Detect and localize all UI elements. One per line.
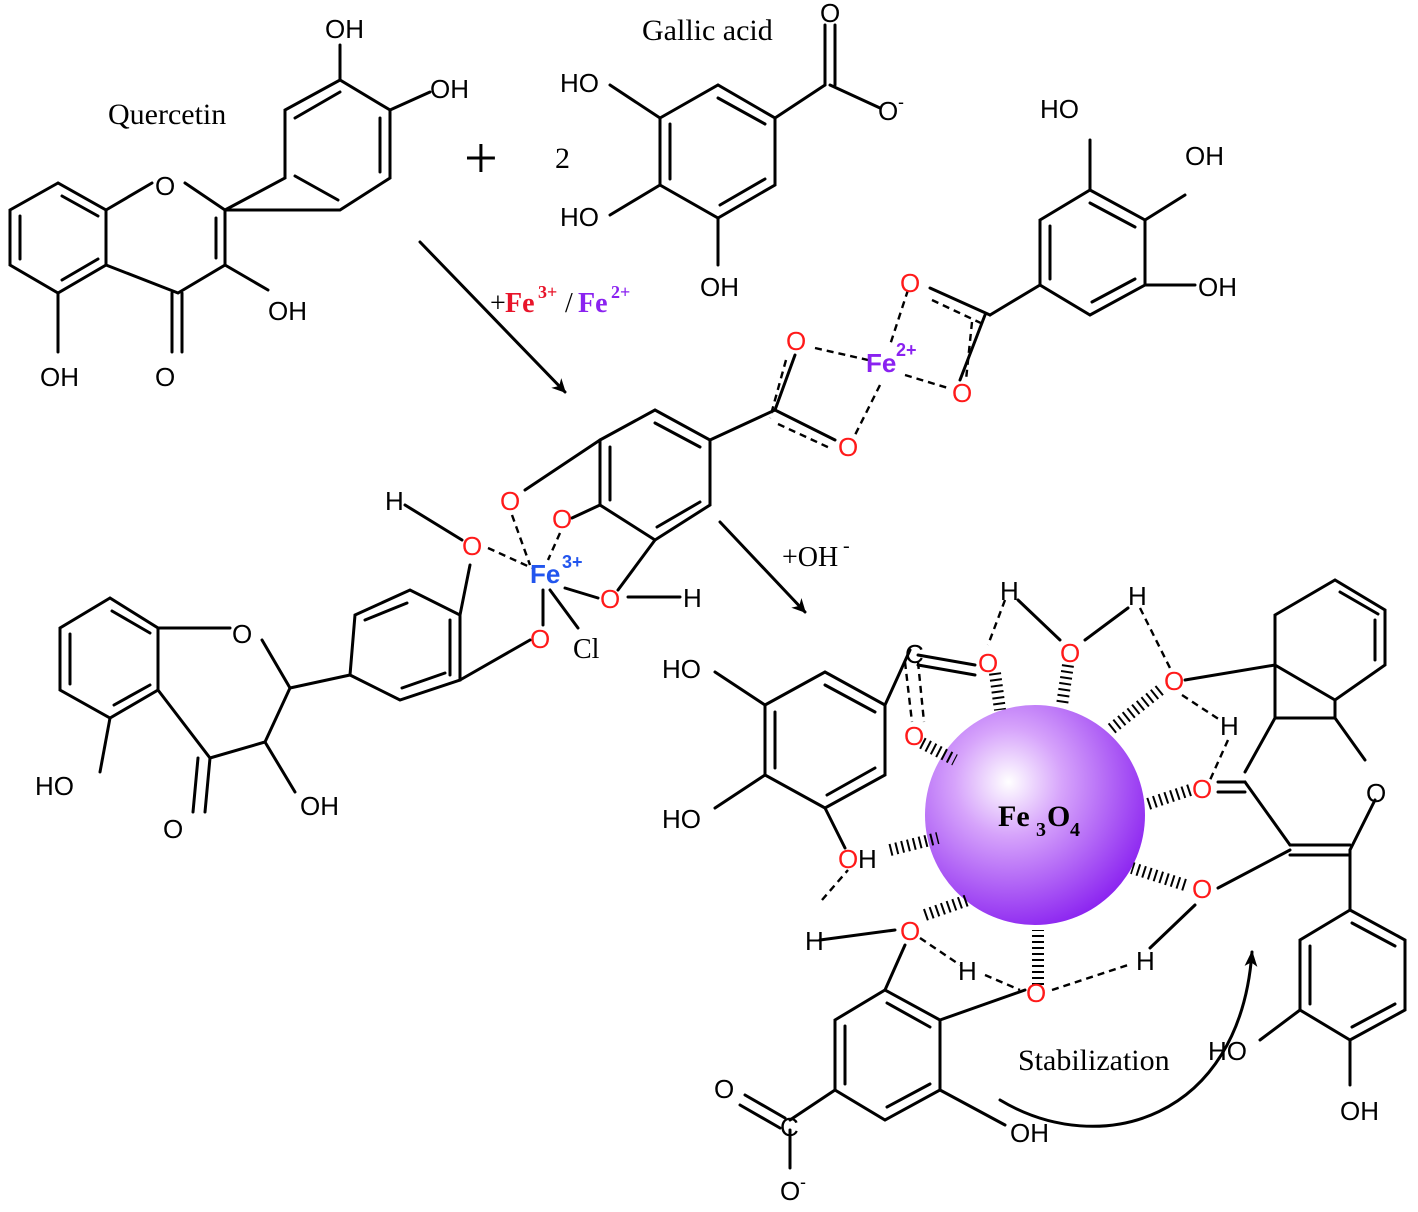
nanoparticle-sphere — [925, 705, 1145, 925]
oxygen-label: O — [530, 624, 550, 654]
oxygen-label: O — [900, 916, 920, 946]
hydrogen-label: H — [858, 844, 877, 874]
oxygen-label: O — [600, 584, 620, 614]
oxygen-label: O — [500, 486, 520, 516]
hydrogen-label: H — [385, 486, 404, 516]
hydrogen-label: H — [1000, 576, 1019, 606]
coefficient-label: 2 — [555, 142, 570, 175]
reagent-fe2-label: Fe — [578, 288, 608, 319]
plus-sign: + — [464, 125, 498, 191]
oxygen-label: O — [978, 648, 998, 678]
nanoparticle-subscript: 3 — [1036, 819, 1046, 841]
charge-label: - — [800, 1172, 806, 1192]
hydroxyl-label: HO — [35, 771, 74, 801]
carboxylate-oxygen-label: O — [878, 96, 898, 126]
charge-label: - — [898, 92, 904, 112]
fe2-ion-charge: 2+ — [896, 340, 917, 360]
arrow-icon — [718, 520, 807, 614]
oxygen-label: O — [1164, 666, 1184, 696]
oxygen-label: O — [786, 326, 806, 356]
hydrogen-label: H — [805, 926, 824, 956]
hydroxyl-label: HO — [1208, 1036, 1247, 1066]
oxygen-label: O — [462, 531, 482, 561]
carbonyl-oxygen-label: O — [163, 814, 183, 844]
hydroxyl-label: OH — [430, 74, 469, 104]
ring-oxygen-label: O — [232, 619, 252, 649]
hydrogen-label: H — [683, 583, 702, 613]
oxygen-label: O — [1060, 638, 1080, 668]
hydroxyl-label: OH — [700, 272, 739, 302]
oxygen-label: O — [838, 844, 858, 874]
bound-gallate-bottom — [738, 869, 1129, 1170]
hydrogen-label: H — [1220, 711, 1239, 741]
ring-oxygen-label: O — [155, 171, 175, 201]
reagent-fe2-charge: 2+ — [611, 282, 630, 302]
oxygen-label: O — [838, 432, 858, 462]
hydroxyl-label: OH — [268, 296, 307, 326]
hydrogen-label: H — [1128, 581, 1147, 611]
hydroxyl-label: HO — [662, 804, 701, 834]
hydroxyl-label: OH — [40, 362, 79, 392]
hydroxyl-label: HO — [1040, 94, 1079, 124]
oxygen-label: O — [552, 504, 572, 534]
hydroxyl-label: OH — [300, 791, 339, 821]
quercetin-label: Quercetin — [108, 98, 226, 131]
nanoparticle-oxygen: O — [1047, 800, 1070, 833]
hydroxyl-label: OH — [1185, 141, 1224, 171]
slash-label: / — [565, 288, 573, 319]
oxygen-label: O — [1026, 978, 1046, 1008]
water-molecule — [986, 598, 1172, 669]
oxygen-label: O — [1192, 774, 1212, 804]
fe2-coordination-bonds — [814, 289, 949, 436]
carbon-label: C — [905, 639, 924, 669]
bound-flavonoid-right — [1181, 578, 1407, 1087]
fe3-coordination-bonds — [487, 514, 600, 630]
quercetin-structure — [8, 43, 432, 354]
gallate-bridge-structure — [523, 353, 837, 592]
oxygen-label: O — [1192, 874, 1212, 904]
curved-arrow-icon — [998, 950, 1258, 1128]
reagent-fe3-label: Fe — [505, 288, 535, 319]
reagent-prefix: + — [490, 288, 506, 319]
stabilization-label: Stabilization — [1018, 1044, 1170, 1077]
nanoparticle-subscript: 4 — [1070, 819, 1080, 841]
oxygen-label: O — [900, 268, 920, 298]
gallic-acid-structure — [608, 23, 882, 267]
arrow-icon — [418, 240, 567, 394]
carboxyl-oxygen-label: O — [714, 1074, 734, 1104]
hydroxyl-label: OH — [1340, 1096, 1379, 1126]
fe3-ion-charge: 3+ — [562, 552, 583, 572]
hydroxyl-label: OH — [1198, 272, 1237, 302]
hydroxyl-label: HO — [560, 202, 599, 232]
nanoparticle-label: Fe — [998, 800, 1030, 833]
oxygen-label: O — [952, 378, 972, 408]
carboxyl-oxygen-label: O — [820, 0, 840, 28]
fe3-ion-label: Fe — [530, 559, 560, 589]
carbonyl-oxygen-label: O — [155, 362, 175, 392]
oxygen-label: O — [904, 721, 924, 751]
hydrogen-label: H — [1136, 946, 1155, 976]
flavonoid-complex-structure — [58, 563, 532, 814]
hydrogen-label: H — [958, 956, 977, 986]
reagent-fe3-charge: 3+ — [538, 282, 557, 302]
bound-gallate-left — [713, 648, 977, 850]
carboxylate-oxygen-label: O — [780, 1176, 800, 1206]
surface-bonds — [888, 664, 1192, 985]
hydroxide-label: +OH — [782, 542, 838, 573]
gallate-ligand-structure — [928, 138, 1197, 382]
chloride-label: Cl — [573, 634, 600, 665]
gallic-acid-label: Gallic acid — [642, 14, 773, 47]
hydroxyl-label: OH — [1010, 1118, 1049, 1148]
hydroxyl-label: OH — [325, 14, 364, 44]
hydroxyl-label: HO — [662, 654, 701, 684]
carbon-label: C — [780, 1112, 799, 1142]
ring-oxygen-label: O — [1366, 778, 1386, 808]
fe2-ion-label: Fe — [866, 348, 896, 378]
hydroxide-charge: - — [843, 535, 850, 557]
hydroxyl-label: HO — [560, 68, 599, 98]
